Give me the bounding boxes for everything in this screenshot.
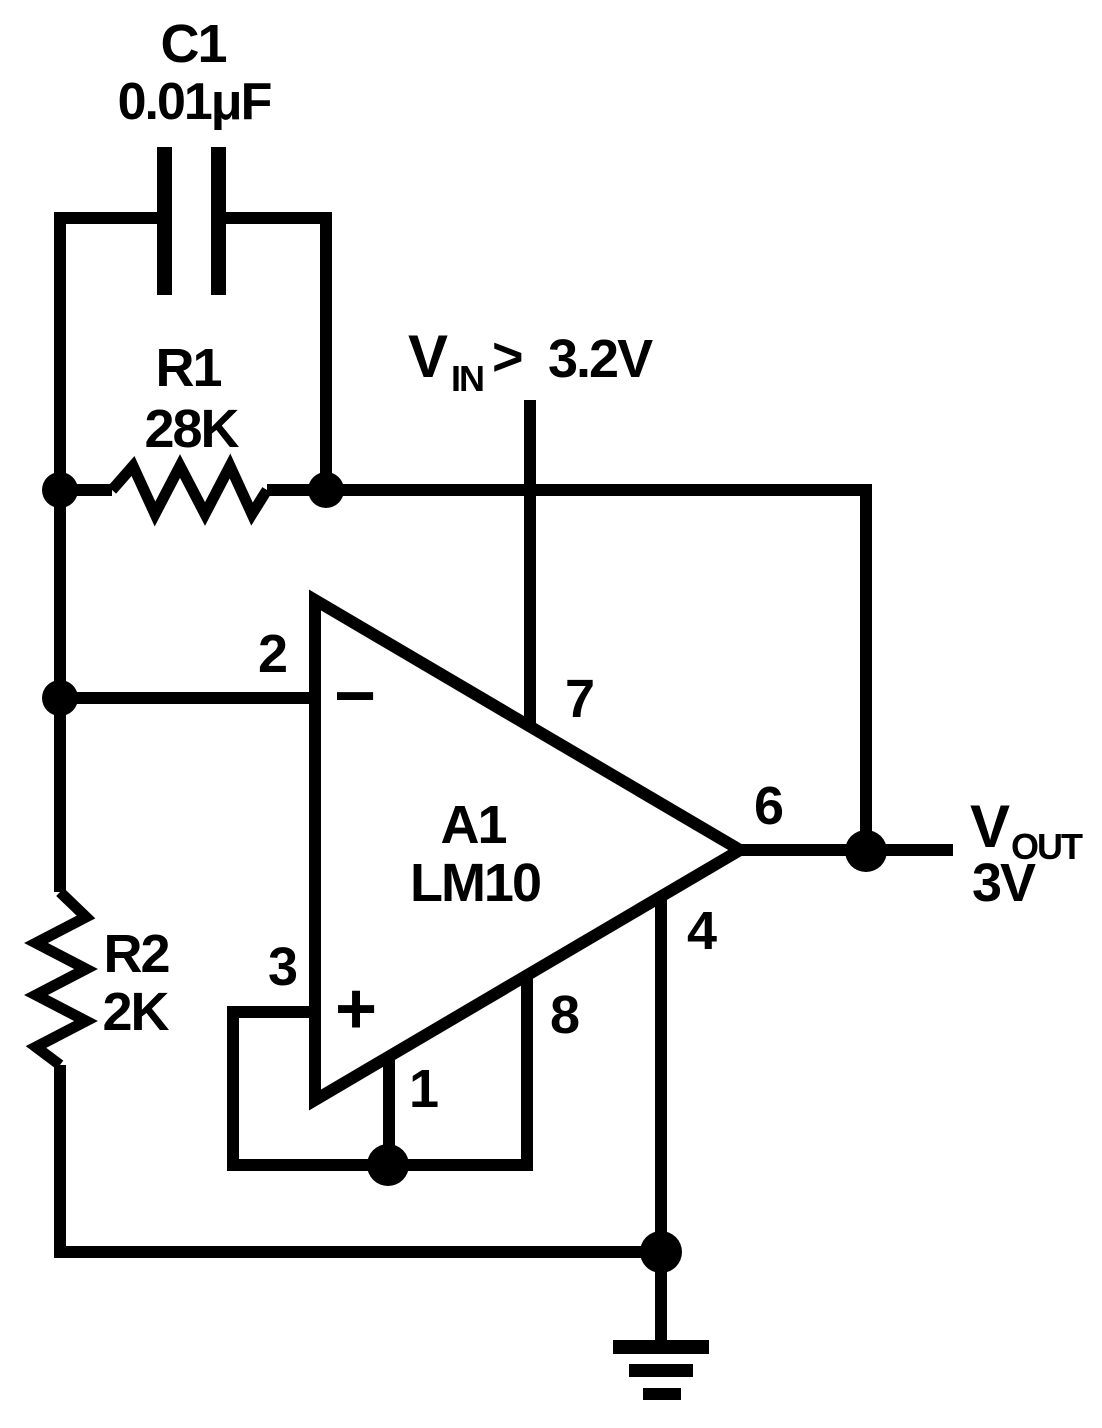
- r1-ref-label: R1: [155, 338, 221, 398]
- pin1-label: 1: [409, 1059, 438, 1119]
- wire-feedback-top: [267, 484, 872, 850]
- c1-value-label: 0.01μF: [118, 73, 271, 131]
- inverting-sign: −: [334, 656, 374, 736]
- wire-c1-left-rail: [54, 212, 162, 892]
- junction-dot-r1-left: [42, 472, 78, 508]
- capacitor-c1-plate-right: [211, 147, 226, 295]
- noninverting-sign: +: [335, 969, 375, 1049]
- resistor-r1-zigzag: [107, 453, 272, 527]
- resistor-r2-zigzag: [24, 888, 98, 1070]
- pin8-label: 8: [550, 985, 579, 1045]
- opamp-part-label: LM10: [410, 853, 540, 913]
- pin4-label: 4: [687, 901, 717, 961]
- junction-dot-inverting: [42, 680, 78, 716]
- vout-symbol-label: V: [970, 793, 1010, 860]
- r2-value-label: 2K: [102, 982, 169, 1042]
- vin-subscript-label: IN: [451, 358, 483, 399]
- r1-value-label: 28K: [144, 399, 239, 459]
- vout-subscript-label: OUT: [1011, 826, 1083, 867]
- r2-ref-label: R2: [103, 924, 168, 984]
- wire-noninverting-loop: [227, 974, 533, 1171]
- pin6-label: 6: [754, 776, 783, 836]
- pin7-label: 7: [565, 669, 593, 729]
- c1-ref-label: C1: [160, 14, 226, 74]
- ground-bar-2: [629, 1364, 693, 1377]
- junction-dot-ground: [640, 1231, 682, 1273]
- vin-symbol-label: V: [408, 323, 448, 390]
- wire-c1-right-branch: [222, 212, 332, 490]
- junction-dot-pin1: [367, 1144, 409, 1186]
- opamp-ref-label: A1: [440, 795, 506, 855]
- ground-bar-1: [613, 1340, 709, 1354]
- pin2-label: 2: [258, 624, 286, 684]
- pin3-label: 3: [268, 937, 297, 997]
- ground-bar-3: [643, 1388, 681, 1400]
- capacitor-c1-plate-left: [157, 147, 172, 295]
- junction-dot-r1-right: [308, 472, 344, 508]
- vin-threshold-label: 3.2V: [548, 329, 653, 389]
- junction-dot-output: [845, 830, 887, 872]
- wire-bottom-rail: [54, 1065, 661, 1258]
- vout-value-label: 3V: [972, 853, 1036, 913]
- vin-comparator-label: >: [492, 327, 522, 387]
